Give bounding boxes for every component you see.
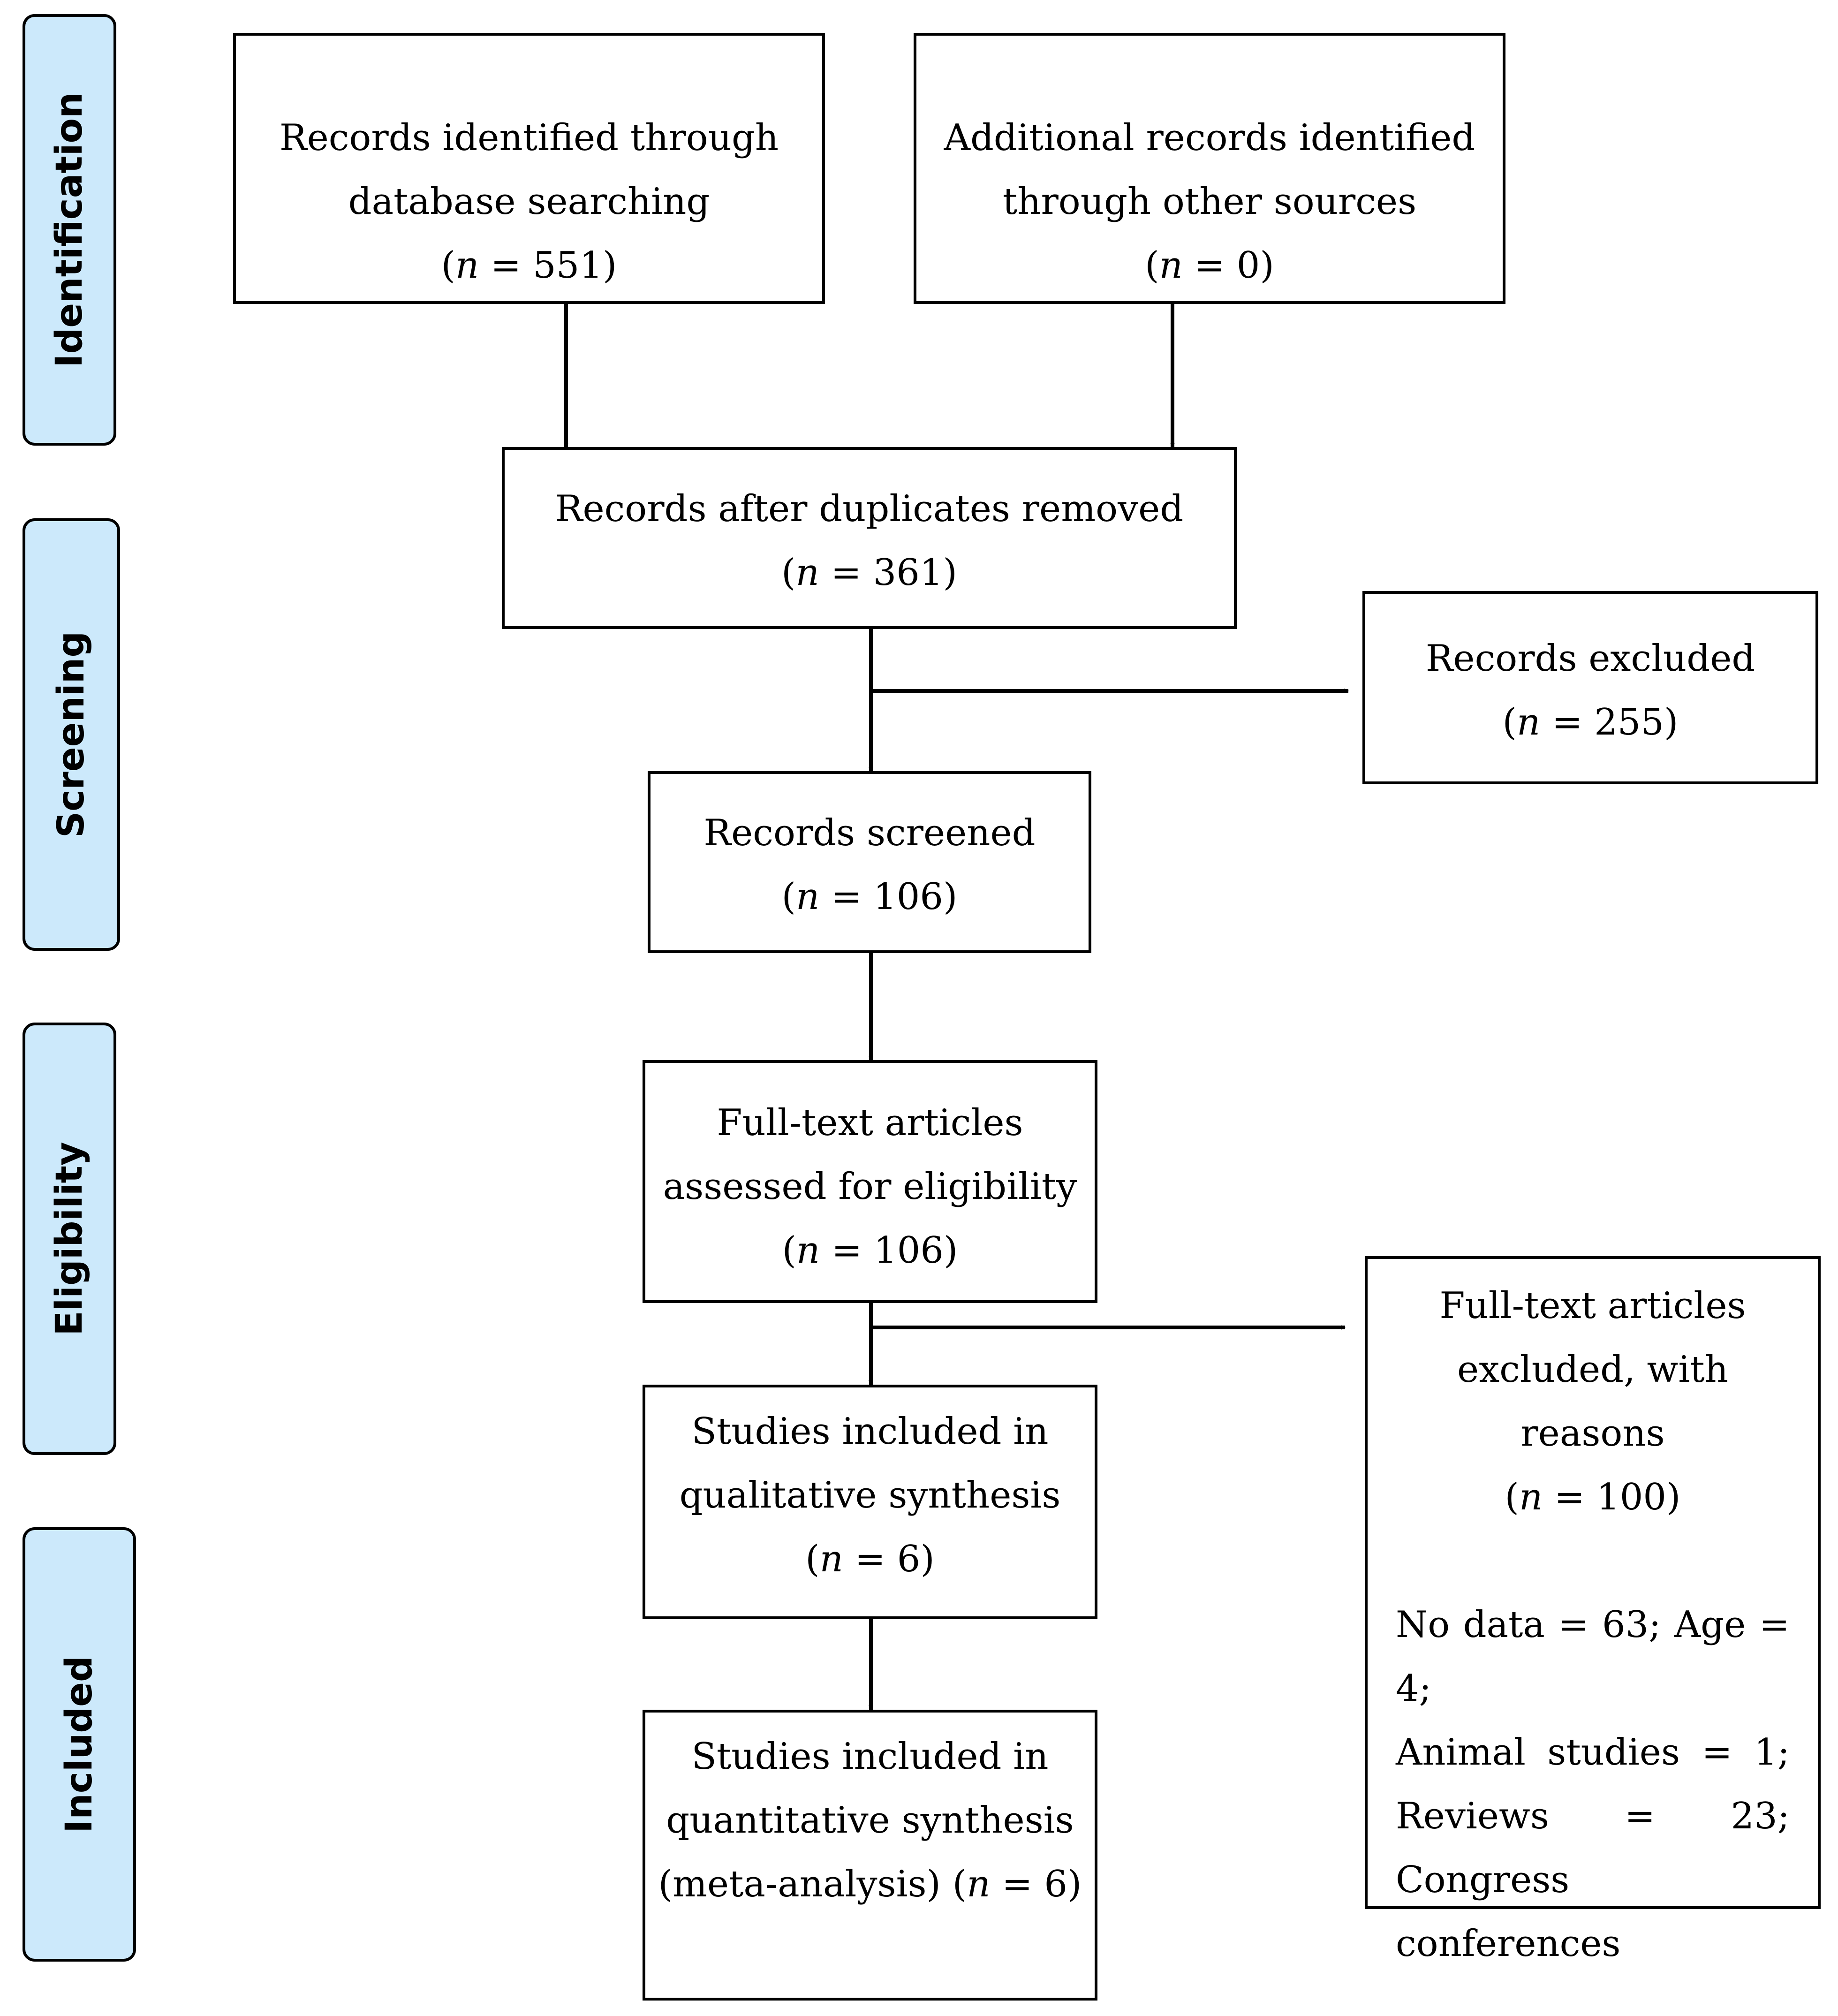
box-count: (n = 361) [781,552,957,594]
stage-identification: Identification [23,14,116,446]
box-other-sources: Additional records identified through ot… [914,33,1505,304]
box-fulltext-assessed: Full-text articles assessed for eligibil… [643,1060,1097,1303]
box-text: Additional records identified [944,117,1475,159]
box-text: Studies included in [691,1410,1049,1453]
box-text: reasons [1520,1412,1665,1455]
box-count: (meta-analysis) (n = 6) [658,1863,1082,1905]
box-text: Full-text articles [1439,1285,1746,1327]
box-count: (n = 0) [1145,244,1274,287]
stage-screening: Screening [23,518,120,951]
box-count: (n = 106) [781,876,958,918]
box-text: Full-text articles [717,1102,1023,1144]
box-text: Studies included in [691,1736,1049,1778]
box-text: through other sources [1002,181,1417,223]
box-count: (n = 551) [441,244,617,287]
box-text: assessed for eligibility [663,1166,1077,1208]
box-records-excluded: Records excluded (n = 255) [1362,591,1818,784]
box-text: Records identified through [279,117,779,159]
box-count: (n = 100) [1505,1476,1681,1518]
box-text: qualitative synthesis [679,1474,1061,1516]
box-count: (n = 6) [805,1538,935,1580]
stage-eligibility: Eligibility [23,1023,116,1455]
reason-line: Congress conferences [1396,1859,1621,1965]
box-count: (n = 255) [1502,701,1679,743]
box-count: (n = 106) [782,1229,958,1272]
box-text: Records excluded [1425,637,1755,680]
box-text: database searching [348,181,710,223]
box-text: excluded, with [1457,1349,1728,1391]
reason-line: Reviews = 23; [1396,1795,1790,1837]
box-text-clip: Studies included in qualitative synthesi… [645,1400,1095,1593]
box-fulltext-excluded: Full-text articles excluded, with reason… [1365,1256,1821,1965]
box-text: Records screened [703,812,1036,854]
box-qualitative-synthesis: Studies included in qualitative synthesi… [643,1385,1097,1619]
box-text: Records after duplicates removed [555,488,1184,530]
box-quantitative-synthesis: Studies included in quantitative synthes… [643,1710,1097,2001]
reason-line: Animal studies = 1; [1396,1731,1790,1773]
reason-line: No data = 63; Age = 4; [1396,1604,1790,1710]
box-database-search: Records identified through database sear… [233,33,825,304]
box-text: quantitative synthesis [666,1799,1074,1842]
stage-included: Included [23,1527,136,1962]
box-records-screened: Records screened (n = 106) [648,771,1091,953]
box-after-duplicates: Records after duplicates removed (n = 36… [502,447,1237,629]
exclusion-reasons: No data = 63; Age = 4; Animal studies = … [1368,1593,1818,1976]
